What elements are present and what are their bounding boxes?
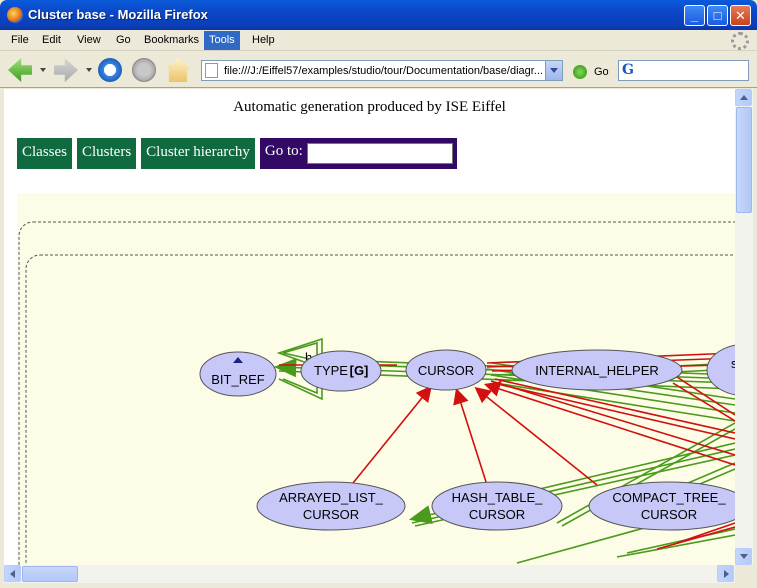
go-button[interactable]: Go — [594, 66, 609, 78]
deferred-marker-icon — [233, 357, 243, 363]
menu-bar: File Edit View Go Bookmarks Tools Help — [0, 30, 757, 51]
node-cursor[interactable]: CURSOR — [405, 349, 487, 391]
arrayed-list-cursor-label-line1: ARRAYED_LIST_ — [279, 490, 384, 505]
outer-cluster-frame — [18, 221, 735, 565]
node-bit-ref[interactable]: BIT_REF — [199, 351, 277, 397]
compact-tree-cursor-label-line1: COMPACT_TREE_ — [612, 490, 726, 505]
nav-cluster-hierarchy-link[interactable]: Cluster hierarchy — [141, 138, 255, 169]
navigation-toolbar: file:///J:/Eiffel57/examples/studio/tour… — [0, 52, 757, 88]
hash-table-cursor-label-line2: CURSOR — [469, 507, 525, 522]
bit-ref-label: BIT_REF — [211, 372, 265, 387]
node-partial-right[interactable]: s — [706, 344, 735, 396]
node-arrayed-list-cursor[interactable]: ARRAYED_LIST_ CURSOR — [256, 481, 406, 531]
inner-cluster-frame — [25, 254, 735, 565]
window-title: Cluster base - Mozilla Firefox — [28, 7, 208, 22]
google-icon[interactable]: G — [622, 62, 634, 78]
cluster-diagram: BIT_REF h... om... TYPE [G] CURSOR INTER… — [17, 193, 735, 565]
nav-classes-link[interactable]: Classes — [17, 138, 72, 169]
menu-help[interactable]: Help — [252, 34, 275, 46]
menu-tools[interactable]: Tools — [204, 31, 240, 50]
firefox-icon — [7, 7, 23, 23]
page-icon — [205, 63, 218, 78]
node-internal-helper[interactable]: INTERNAL_HELPER — [511, 349, 683, 391]
type-generic-label: [G] — [350, 363, 369, 378]
diagram-canvas: BIT_REF h... om... TYPE [G] CURSOR INTER… — [18, 221, 735, 565]
close-button[interactable]: ✕ — [730, 5, 751, 26]
forward-arrow-icon[interactable] — [54, 58, 78, 82]
type-label: TYPE — [314, 363, 348, 378]
node-type[interactable]: TYPE [G] — [300, 350, 382, 392]
scroll-up-icon[interactable] — [735, 89, 752, 106]
vertical-scroll-thumb[interactable] — [736, 107, 752, 213]
reload-icon[interactable] — [98, 58, 122, 82]
goto-label: Go to: — [264, 143, 303, 159]
page-content: Automatic generation produced by ISE Eif… — [4, 89, 735, 565]
horizontal-scrollbar[interactable] — [4, 565, 735, 583]
internal-helper-label: INTERNAL_HELPER — [535, 363, 659, 378]
goto-input[interactable] — [306, 143, 453, 164]
address-dropdown-icon[interactable] — [545, 61, 562, 80]
title-bar[interactable]: Cluster base - Mozilla Firefox _ □ ✕ — [0, 0, 757, 30]
scroll-left-icon[interactable] — [4, 565, 21, 582]
forward-dropdown-icon[interactable] — [86, 68, 92, 72]
address-bar[interactable]: file:///J:/Eiffel57/examples/studio/tour… — [201, 60, 563, 81]
partial-node-label: s — [731, 356, 735, 371]
back-dropdown-icon[interactable] — [40, 68, 46, 72]
throbber-icon — [731, 32, 749, 50]
menu-edit[interactable]: Edit — [42, 34, 61, 46]
menu-bookmarks[interactable]: Bookmarks — [144, 34, 200, 46]
home-icon[interactable] — [166, 58, 190, 82]
back-arrow-icon[interactable] — [8, 58, 32, 82]
search-box[interactable]: G — [618, 60, 749, 81]
scroll-right-icon[interactable] — [717, 565, 734, 582]
menu-view[interactable]: View — [77, 34, 101, 46]
minimize-button[interactable]: _ — [684, 5, 705, 26]
page-header: Automatic generation produced by ISE Eif… — [233, 99, 506, 115]
menu-go[interactable]: Go — [116, 34, 131, 46]
maximize-button[interactable]: □ — [707, 5, 728, 26]
scroll-down-icon[interactable] — [735, 548, 752, 565]
scroll-corner — [735, 565, 753, 583]
cursor-label: CURSOR — [418, 363, 474, 378]
stop-icon[interactable] — [132, 58, 156, 82]
go-icon[interactable] — [573, 65, 587, 79]
menu-file[interactable]: File — [11, 34, 29, 46]
compact-tree-cursor-label-line2: CURSOR — [641, 507, 697, 522]
node-hash-table-cursor[interactable]: HASH_TABLE_ CURSOR — [431, 481, 563, 531]
address-url[interactable]: file:///J:/Eiffel57/examples/studio/tour… — [224, 65, 543, 77]
arrayed-list-cursor-label-line2: CURSOR — [303, 507, 359, 522]
node-compact-tree-cursor[interactable]: COMPACT_TREE_ CURSOR — [588, 481, 735, 531]
goto-box: Go to: — [259, 138, 457, 169]
vertical-scrollbar[interactable] — [735, 89, 753, 565]
doc-navigation: Classes Clusters Cluster hierarchy Go to… — [17, 138, 457, 169]
nav-clusters-link[interactable]: Clusters — [77, 138, 137, 169]
horizontal-scroll-thumb[interactable] — [22, 566, 78, 582]
hash-table-cursor-label-line1: HASH_TABLE_ — [452, 490, 544, 505]
